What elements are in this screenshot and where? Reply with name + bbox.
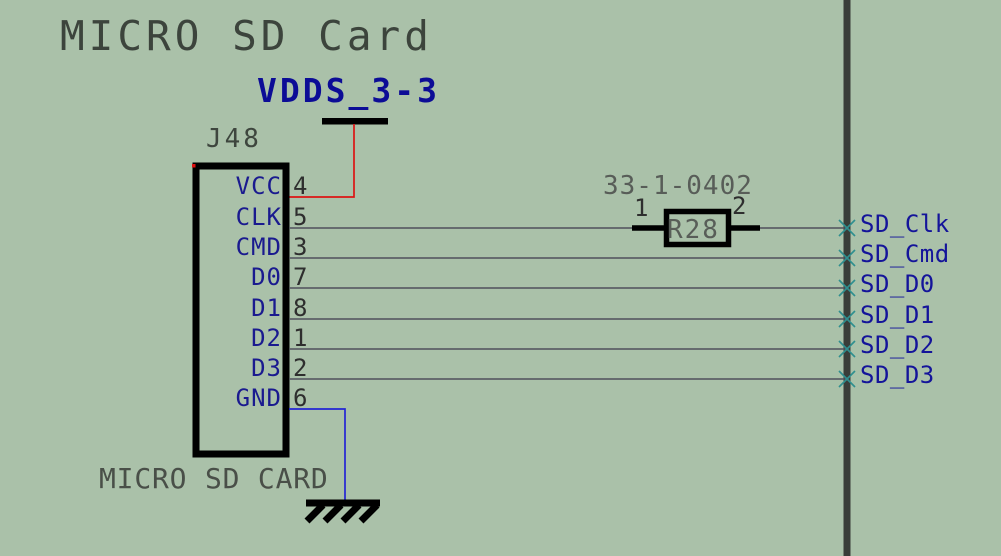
connector-description-label: MICRO SD CARD [99,462,329,495]
pin-name: CLK [235,203,282,231]
connector-refdes[interactable]: J48 [206,124,262,154]
net-label-sd-clk[interactable]: SD_Clk [860,210,950,238]
bus-divider-line[interactable] [843,0,851,556]
power-net-label[interactable]: VDDS_3-3 [257,71,440,110]
vcc-power-wire[interactable] [289,124,355,198]
port-x-sd-clk[interactable] [838,219,856,237]
port-x-sd-d3[interactable] [838,370,856,388]
pin-row-d1: D1 8 [199,296,339,322]
port-x-sd-d1[interactable] [838,310,856,328]
resistor-pin1-label: 1 [634,194,649,222]
net-label-sd-d3[interactable]: SD_D3 [860,361,935,389]
signal-wires [289,227,846,380]
net-port-x-markers [838,219,856,388]
pin-number: 5 [293,203,308,231]
pin-name: D0 [251,263,282,291]
pin-number: 3 [293,233,308,261]
pin-number: 7 [293,263,308,291]
pin-name: GND [235,384,282,412]
pin-name: D2 [251,324,282,352]
resistor-pin2-label: 2 [732,192,747,220]
pin-row-vcc: VCC 4 [199,174,339,200]
ground-symbol[interactable] [304,499,380,524]
net-label-sd-d1[interactable]: SD_D1 [860,301,935,329]
pin-name: D1 [251,294,282,322]
pin-row-d2: D2 1 [199,326,339,352]
pin-name: CMD [235,233,282,261]
pin-number: 1 [293,324,308,352]
pin-row-cmd: CMD 3 [199,235,339,261]
pin-number: 4 [293,172,308,200]
port-x-sd-d0[interactable] [838,279,856,297]
net-label-sd-cmd[interactable]: SD_Cmd [860,240,950,268]
resistor-refdes[interactable]: R28 [667,215,720,245]
resistor-part-number[interactable]: 33-1-0402 [603,171,753,201]
resistor-r28[interactable] [632,208,760,248]
port-x-sd-d2[interactable] [838,340,856,358]
pin-number: 6 [293,384,308,412]
junction-dot [192,164,196,168]
power-rail-bar[interactable] [322,118,388,125]
net-label-sd-d2[interactable]: SD_D2 [860,331,935,359]
pin-row-d3: D3 2 [199,356,339,382]
connector-j48-body[interactable] [192,162,290,458]
resistor-body[interactable] [663,208,732,248]
port-x-sd-cmd[interactable] [838,249,856,267]
gnd-wire[interactable] [289,408,346,501]
pin-name: VCC [235,172,282,200]
pin-row-d0: D0 7 [199,265,339,291]
pin-number: 8 [293,294,308,322]
pin-number: 2 [293,354,308,382]
pin-row-clk: CLK 5 [199,205,339,231]
pin-name: D3 [251,354,282,382]
pin-row-gnd: GND 6 [199,386,339,412]
net-label-sd-d0[interactable]: SD_D0 [860,270,935,298]
sheet-title: MICRO SD Card [60,12,433,60]
